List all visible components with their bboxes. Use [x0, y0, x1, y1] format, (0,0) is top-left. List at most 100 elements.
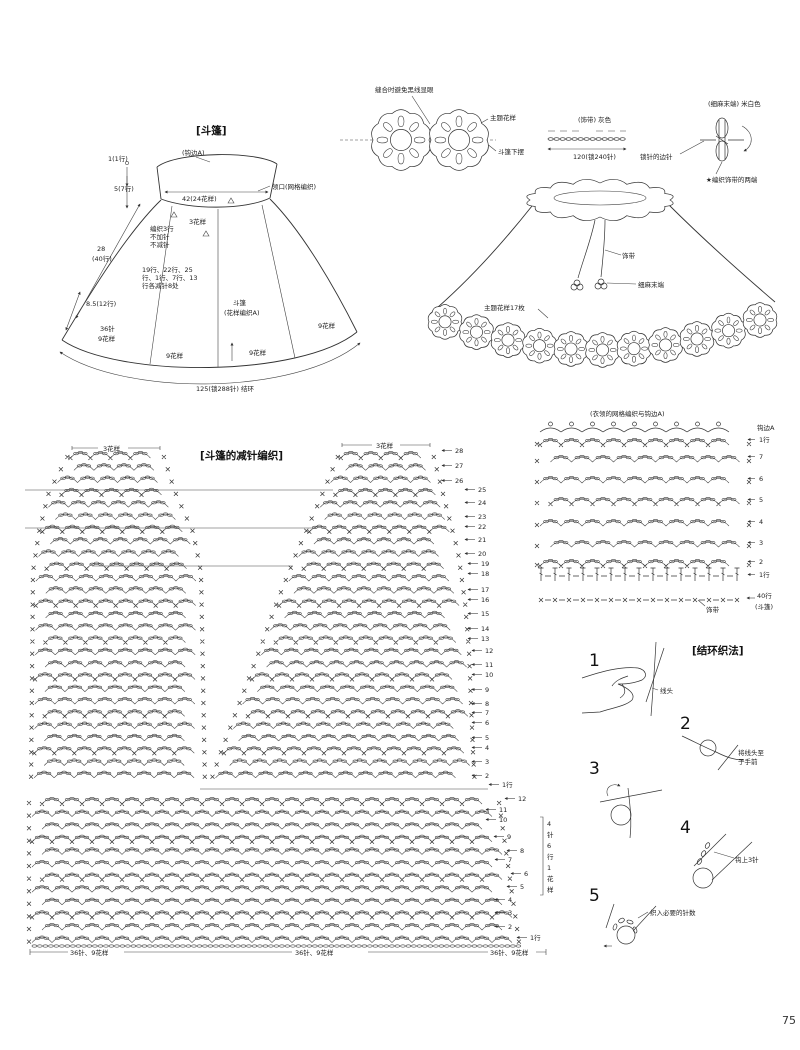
mesh-row-label: 3 [759, 539, 763, 547]
left-column-row-single-crochets [30, 614, 205, 620]
right-column-row-chains [273, 623, 448, 628]
right-column-row-arches [345, 464, 426, 471]
right-column-row-single-crochets [264, 626, 470, 632]
left-column-row-single-crochets [29, 700, 206, 706]
upper-row-label: 21 [478, 536, 486, 544]
cape-collar-bottom [160, 197, 271, 208]
base-block-row-arches [31, 810, 493, 817]
side-length-dimension [65, 291, 81, 331]
ring-title: [结环织法] [692, 644, 744, 657]
left-column-row-arches [34, 698, 196, 705]
right-column-row-chains [301, 549, 436, 554]
base-block-row-chains [44, 822, 480, 827]
repeat-note-char: 样 [547, 885, 554, 894]
lower-row-label: 3 [508, 909, 512, 917]
mesh-row-chains [553, 497, 737, 502]
left-column-row-chains [38, 598, 193, 603]
left-column-row-single-crochets [30, 602, 204, 608]
lower-row-label: 11 [499, 806, 507, 814]
hem-motif-center [722, 324, 735, 338]
neckline-label: 领口(网格编织) [272, 182, 316, 191]
upper-row-label: 7 [485, 709, 489, 717]
right-column-row-single-crochets [335, 454, 437, 461]
base-block-row-chains [44, 923, 500, 928]
edge-a-label: (钩边A) [182, 148, 205, 157]
mesh-row-chains [553, 540, 737, 545]
mesh-row-single-crochets [534, 458, 752, 464]
hem-motif-center [533, 339, 546, 353]
mesh-chart-stitches [534, 421, 752, 603]
left-column-row-arches [45, 612, 186, 619]
base-block-row-single-crochets [26, 838, 507, 845]
mesh-row-chains [543, 519, 726, 524]
hem-motif-outline [459, 314, 494, 350]
right-column-row-chains [327, 512, 442, 517]
hem-motif-petals [620, 334, 648, 363]
bottom-mid-label: 9花样 [249, 348, 267, 357]
left-column-row-arches [45, 587, 187, 594]
left-column-row-chains [48, 610, 183, 615]
mesh-row-single-crochets [534, 479, 752, 485]
right-column-row-single-crochets [273, 602, 468, 608]
base-block-row-chains [34, 860, 490, 865]
mesh-chart-title: (衣领的网格编织与钩边A) [590, 409, 665, 418]
step-3-arrow [606, 783, 621, 797]
join-motif-left-outline [371, 109, 431, 171]
cape-right-edge [269, 198, 358, 333]
right-column-row-arches [242, 698, 463, 705]
right-column-row-single-crochets [320, 491, 446, 498]
step-2-number: 2 [680, 714, 691, 734]
side-length-label: 8.5(12行) [86, 299, 116, 308]
hem-motif-center [470, 325, 483, 339]
top-left-pattern: 3花样 [103, 444, 121, 453]
decrease-note-line3: 行各减针8处 [142, 281, 179, 290]
left-column-row-arches [44, 661, 186, 668]
upper-row-label: 5 [485, 734, 489, 742]
left-column-row-chains [37, 721, 192, 726]
mesh-row-label: 1行 [759, 435, 770, 444]
step-1-note: 线头 [660, 686, 674, 695]
upper-row-label: 4 [485, 744, 489, 752]
step-5-loop [616, 925, 636, 945]
lower-row-label: 4 [508, 896, 512, 904]
right-column-row-arches [319, 501, 441, 508]
mesh-base-label: (斗篷) [755, 602, 773, 611]
bottom-left-label: 9花样 [166, 351, 184, 360]
left-column-row-chains [48, 635, 183, 640]
right-column-row-single-crochets [309, 516, 452, 521]
hem-motif-petals [714, 316, 743, 345]
base-block-row-single-crochets [26, 939, 522, 944]
hem-motif-outline [742, 302, 778, 338]
rows-note-line1: 编织3行 [150, 224, 174, 233]
right-column-row-chains [264, 647, 459, 652]
cape-view-ruffle-collar [526, 178, 674, 222]
base-block-row-chains [44, 897, 500, 902]
body-pattern-label: (花样编织A) [224, 308, 260, 317]
base-block-row-single-crochets [26, 851, 509, 856]
upper-row-label: 3 [485, 758, 489, 766]
left-column-row-single-crochets [37, 528, 195, 535]
step-3-loop [610, 804, 632, 826]
left-column-row-single-crochets [29, 663, 206, 669]
tassel-loop-bottom [715, 140, 729, 162]
upper-row-label: 10 [485, 671, 493, 679]
upper-row-label: 24 [478, 499, 486, 507]
repeat-note-char: 4 [547, 820, 551, 828]
base-block-row-chains [44, 797, 480, 802]
left-column-row-arches [34, 722, 195, 729]
hem-label: 125(锁288针) 结环 [196, 384, 254, 393]
left-column-row-arches [35, 624, 196, 631]
left-column-row-chains [41, 549, 176, 554]
left-column-row-single-crochets [65, 454, 167, 461]
mesh-row-chains [543, 559, 726, 564]
right-column-row-chains [250, 709, 466, 714]
panel-left-stitches: 36针 [100, 324, 115, 333]
left-column-row-chains [51, 500, 166, 505]
ribbon-end-tassel [594, 278, 608, 290]
left-column-row-single-crochets [29, 725, 207, 730]
left-column-row-chains [37, 770, 192, 775]
pattern-count-label: 3花样 [189, 217, 207, 226]
cape-view-motifs-label: 主题花样17枚 [484, 303, 525, 312]
left-column-row-single-crochets [58, 467, 171, 472]
